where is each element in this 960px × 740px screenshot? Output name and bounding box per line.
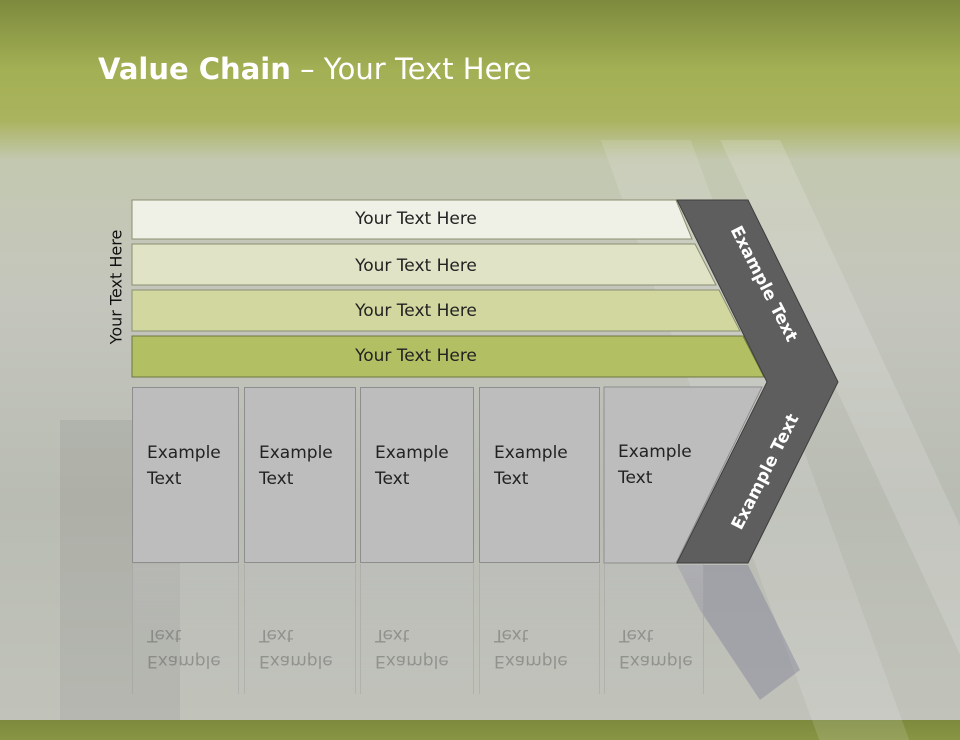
row-3: Your Text Here bbox=[132, 291, 700, 331]
row-4-label: Your Text Here bbox=[355, 346, 477, 366]
column-3-line1: Example bbox=[375, 443, 449, 463]
column-4-line1: Example bbox=[494, 443, 568, 463]
row-3-label: Your Text Here bbox=[355, 301, 477, 321]
slide-title: Value Chain – Your Text Here bbox=[98, 52, 532, 86]
row-shape-3 bbox=[131, 289, 741, 332]
column-3-line2: Text bbox=[375, 469, 410, 489]
chevron-shape bbox=[676, 199, 839, 564]
column-1-line1: Example bbox=[147, 443, 221, 463]
row-shape-1 bbox=[131, 199, 693, 240]
chevron-reflection bbox=[677, 565, 800, 700]
row-1-label: Your Text Here bbox=[355, 209, 477, 229]
column-4-line2: Text bbox=[494, 469, 529, 489]
column-1-line2: Text bbox=[147, 469, 182, 489]
last-column-arrow-shape bbox=[603, 386, 763, 564]
title-bold: Value Chain bbox=[98, 52, 291, 86]
row-shape-2 bbox=[131, 243, 717, 286]
column-4: Example Text bbox=[479, 387, 600, 563]
value-chain-shapes bbox=[131, 199, 839, 700]
column-5: Example Text bbox=[604, 387, 704, 563]
column-5-line1: Example bbox=[618, 442, 692, 462]
column-2-line1: Example bbox=[259, 443, 333, 463]
row-2: Your Text Here bbox=[132, 246, 700, 286]
column-2: Example Text bbox=[244, 387, 356, 563]
title-rest: – Your Text Here bbox=[290, 52, 532, 86]
column-3: Example Text bbox=[360, 387, 474, 563]
column-2-line2: Text bbox=[259, 469, 294, 489]
column-1: Example Text bbox=[132, 387, 239, 563]
row-1: Your Text Here bbox=[132, 199, 700, 239]
row-4: Your Text Here bbox=[132, 336, 700, 376]
column-5-line2: Text bbox=[618, 468, 653, 488]
row-2-label: Your Text Here bbox=[355, 256, 477, 276]
